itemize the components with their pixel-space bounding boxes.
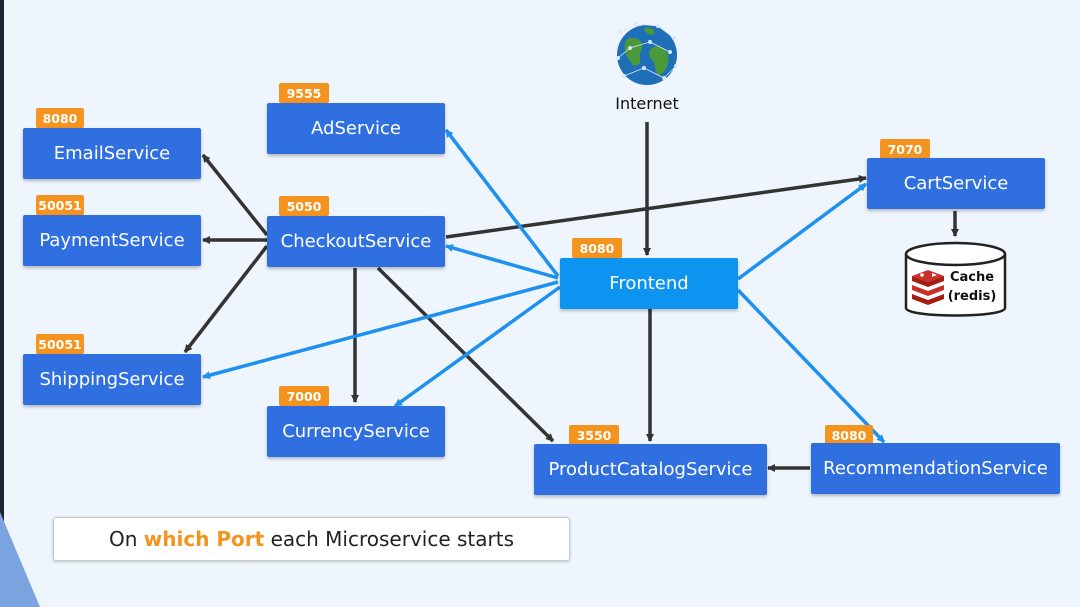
arrow-checkout-email (201, 153, 269, 237)
port-badge-cart: 7070 (880, 139, 930, 159)
currency-service-box[interactable]: CurrencyService (267, 406, 445, 457)
arrow-frontend-ad (444, 128, 560, 278)
arrow-frontend-recommendation (736, 288, 886, 444)
arrow-checkout-cart (445, 175, 867, 239)
caption-suffix: each Microservice starts (264, 527, 514, 551)
cache-label-line2: (redis) (947, 289, 997, 304)
arrow-checkout-shipping (183, 244, 269, 354)
port-badge-checkout: 5050 (279, 196, 329, 216)
port-badge-ad: 9555 (279, 83, 329, 103)
corner-decoration (0, 512, 40, 607)
left-edge-bar (0, 0, 4, 607)
caption-box: On which Port each Microservice starts (53, 517, 570, 561)
shipping-service-box[interactable]: ShippingService (23, 354, 201, 405)
arrow-frontend-currency (393, 285, 562, 408)
arrow-frontend-shipping (202, 280, 559, 380)
port-badge-payment: 50051 (36, 195, 84, 215)
port-badge-recommendation: 8080 (825, 425, 873, 445)
caption-highlight: which Port (143, 527, 265, 551)
port-badge-frontend: 8080 (572, 238, 622, 258)
port-badge-email: 8080 (36, 108, 84, 128)
caption-prefix: On (108, 527, 144, 551)
cart-service-box[interactable]: CartService (867, 158, 1045, 209)
redis-icon (912, 270, 944, 305)
email-service-box[interactable]: EmailService (23, 128, 201, 179)
cache-label: Cache (redis) (942, 268, 1002, 306)
ad-service-box[interactable]: AdService (267, 103, 445, 154)
recommendation-service-box[interactable]: RecommendationService (811, 443, 1060, 494)
port-badge-productcatalog: 3550 (569, 425, 619, 445)
port-badge-currency: 7000 (279, 386, 329, 406)
cache-cylinder (904, 241, 1007, 317)
arrow-frontend-checkout (445, 244, 559, 280)
frontend-box[interactable]: Frontend (560, 258, 738, 309)
productcatalog-service-box[interactable]: ProductCatalogService (534, 444, 767, 495)
port-badge-shipping: 50051 (36, 334, 84, 354)
cache-label-line1: Cache (949, 270, 995, 285)
globe-icon (616, 22, 679, 85)
payment-service-box[interactable]: PaymentService (23, 215, 201, 266)
checkout-service-box[interactable]: CheckoutService (267, 216, 445, 267)
arrow-frontend-cart (736, 182, 868, 281)
internet-label: Internet (615, 94, 679, 113)
